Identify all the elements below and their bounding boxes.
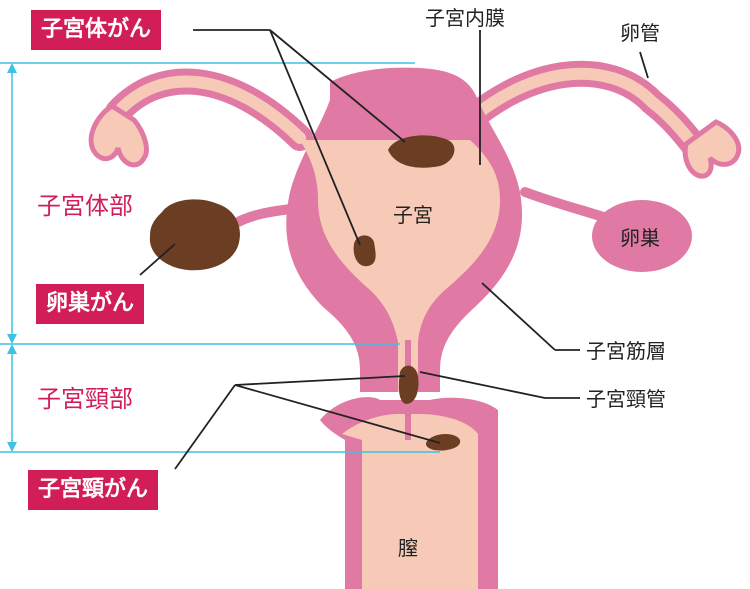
badge-uterine-body-cancer: 子宮体がん: [31, 10, 162, 50]
fallopian-tubes: [105, 60, 713, 165]
badge-ovarian-cancer: 卵巣がん: [36, 284, 145, 324]
label-vagina: 膣: [398, 536, 418, 560]
label-endometrium: 子宮内膜: [425, 6, 505, 30]
tumor-cervical-outer: [426, 434, 461, 451]
label-myometrium: 子宮筋層: [586, 339, 666, 363]
fimbriae: [88, 103, 742, 179]
tumor-cervical-canal: [398, 365, 419, 404]
uterine-cavity: [300, 140, 500, 392]
region-guides: [0, 62, 440, 453]
region-cervix: 子宮頸部: [37, 385, 133, 413]
label-fallopian-tube: 卵管: [620, 21, 660, 45]
region-uterine-body: 子宮体部: [37, 192, 133, 220]
label-cervical-canal: 子宮頸管: [586, 387, 666, 411]
label-ovary: 卵巣: [620, 226, 660, 250]
leader-lines: [139, 29, 649, 470]
tumor-ovarian: [149, 199, 240, 271]
tumor-uterine-top: [388, 135, 455, 168]
label-uterus: 子宮: [393, 203, 433, 227]
region-arrowheads: [7, 63, 17, 452]
tumors: [149, 135, 461, 451]
ovary-right: [592, 200, 692, 272]
badge-cervical-cancer: 子宮頸がん: [28, 470, 159, 510]
